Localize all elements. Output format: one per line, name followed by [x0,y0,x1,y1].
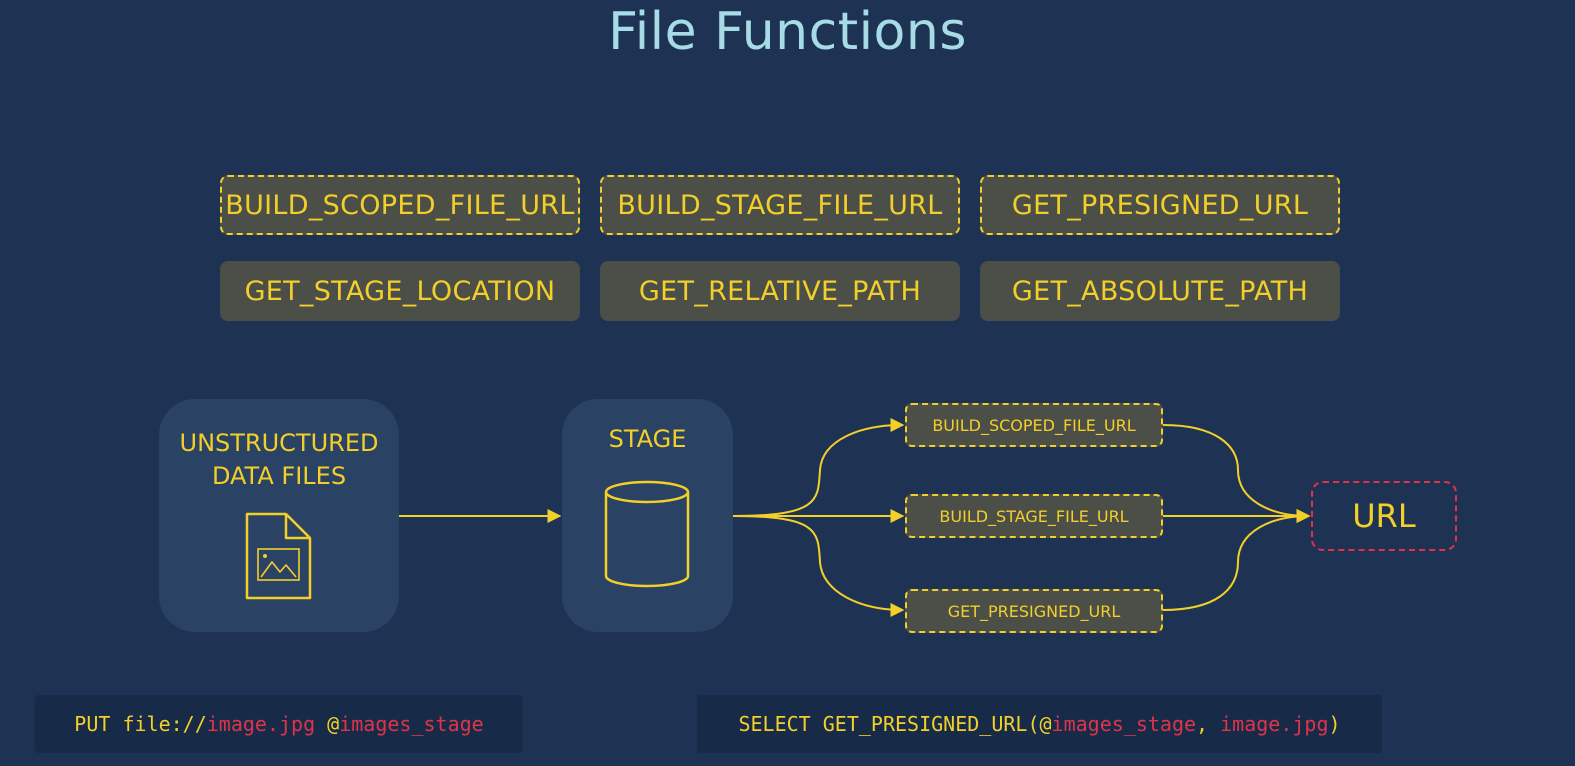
select-close: ) [1328,712,1341,736]
arrow-presigned-to-url [1162,509,1311,611]
select-file: image.jpg [1220,712,1329,736]
flow-build-stage-file-url: BUILD_STAGE_FILE_URL [905,494,1163,538]
put-stage: images_stage [339,712,484,736]
url-output-box: URL [1311,481,1457,551]
source-label-line2: DATA FILES [211,462,347,490]
page-title: File Functions [608,2,967,62]
source-label: UNSTRUCTURED DATA FILES [159,427,399,493]
fn-get-absolute-path: GET_ABSOLUTE_PATH [980,261,1340,321]
image-file-icon [245,512,312,600]
arrow-stage-to-presigned [732,515,905,617]
select-stage: images_stage [1051,712,1197,736]
arrow-scoped-to-url [1162,424,1311,523]
put-at: @ [315,712,340,736]
select-prefix: SELECT GET_PRESIGNED_URL(@ [738,712,1052,736]
put-file: image.jpg [206,712,316,736]
select-command-snippet: SELECT GET_PRESIGNED_URL(@images_stage, … [697,695,1382,753]
stage-panel: STAGE [562,399,733,632]
arrow-stage-to-scoped [732,418,905,517]
fn-build-scoped-file-url: BUILD_SCOPED_FILE_URL [220,175,580,235]
flow-build-scoped-file-url: BUILD_SCOPED_FILE_URL [905,403,1163,447]
put-command-snippet: PUT file://image.jpg @images_stage [35,695,523,753]
flow-get-presigned-url: GET_PRESIGNED_URL [905,589,1163,633]
database-cylinder-icon [604,480,690,588]
fn-get-presigned-url: GET_PRESIGNED_URL [980,175,1340,235]
select-comma: , [1196,712,1221,736]
unstructured-data-panel: UNSTRUCTURED DATA FILES [159,399,399,632]
put-keyword: PUT file:// [74,712,207,736]
fn-get-relative-path: GET_RELATIVE_PATH [600,261,960,321]
fn-build-stage-file-url: BUILD_STAGE_FILE_URL [600,175,960,235]
fn-get-stage-location: GET_STAGE_LOCATION [220,261,580,321]
source-label-line1: UNSTRUCTURED [179,429,379,457]
stage-label: STAGE [608,425,687,453]
